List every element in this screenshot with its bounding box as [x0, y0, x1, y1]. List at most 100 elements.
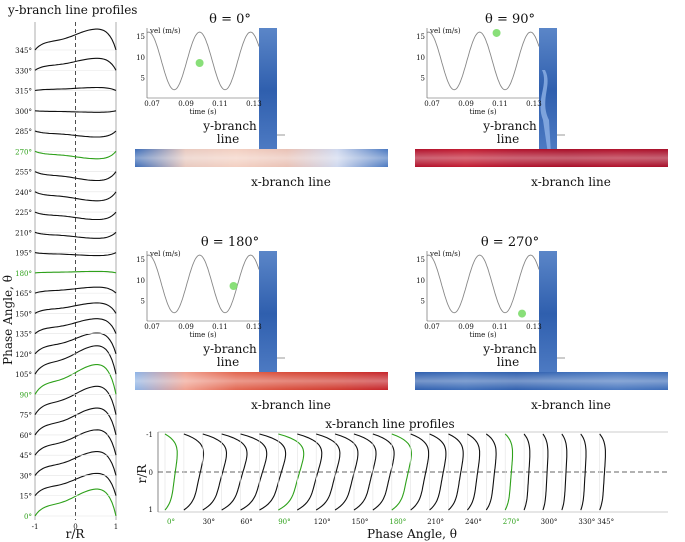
left-tick-label: 135° [15, 331, 32, 339]
inset-xlabel: time (s) [189, 331, 216, 339]
bottom-x-tick: 30° [203, 518, 215, 526]
inset-x-tick: 0.09 [458, 323, 474, 331]
x-branch-sheen [415, 372, 668, 390]
left-tick-label: 60° [20, 432, 32, 440]
y-branch-label-1: y-branch [482, 342, 537, 356]
bottom-y-tick: 1 [149, 506, 153, 514]
y-profile-line [34, 252, 117, 257]
y-profile-line [34, 130, 117, 138]
y-branch-pipe [259, 28, 277, 154]
x-branch-label: x-branch line [251, 398, 331, 412]
left-tick-label: 165° [15, 290, 32, 298]
bottom-x-tick: 300° [541, 518, 558, 526]
inset-sine-line [426, 31, 540, 91]
inset-sine-line [426, 254, 540, 314]
inset-y-tick: 10 [416, 277, 425, 285]
y-branch-label-2: line [217, 355, 240, 369]
inset-ylabel: vel (m/s) [429, 250, 461, 258]
inset-x-tick: 0.13 [246, 100, 262, 108]
inset-y-tick: 10 [136, 54, 145, 62]
inset-x-tick: 0.07 [144, 323, 160, 331]
inset-x-tick: 0.13 [526, 323, 542, 331]
x-profile-line [278, 433, 305, 511]
left-tick-label: 150° [15, 310, 32, 318]
left-tick-label: 195° [15, 250, 32, 258]
x-profile-line [410, 433, 430, 511]
y-profile-line [34, 270, 117, 274]
x-branch-label: x-branch line [531, 175, 611, 189]
bottom-x-tick: 330° [578, 518, 595, 526]
left-tick-label: 75° [20, 412, 32, 420]
bottom-x-tick: 210° [427, 518, 444, 526]
y-profile-line [34, 28, 117, 51]
y-branch-pipe [539, 251, 557, 377]
y-branch-label-2: line [497, 132, 520, 146]
y-profile-line [34, 345, 117, 375]
bottom-x-tick: 120° [314, 518, 331, 526]
left-tick-label: 45° [20, 452, 32, 460]
inset-y-tick: 15 [416, 33, 425, 41]
y-profile-line [34, 86, 117, 92]
y-profile-line [34, 231, 117, 239]
left-tick-label: 210° [15, 229, 32, 237]
left-ylabel: Phase Angle, θ [1, 275, 15, 365]
bottom-x-tick: 90° [278, 518, 290, 526]
y-profile-line [34, 191, 117, 202]
left-tick-label: 90° [20, 391, 32, 399]
x-profile-line [561, 433, 568, 511]
bottom-x-tick: 0° [167, 518, 175, 526]
inset-y-tick: 10 [416, 54, 425, 62]
y-profile-line [34, 286, 117, 294]
left-x-tick: 1 [114, 523, 118, 531]
inset-x-tick: 0.13 [526, 100, 542, 108]
inset-x-tick: 0.11 [212, 100, 228, 108]
bottom-x-tick: 150° [352, 518, 369, 526]
left-tick-label: 225° [15, 209, 32, 217]
y-profile-line [34, 407, 117, 436]
inset-ylabel: vel (m/s) [149, 250, 181, 258]
x-branch-label: x-branch line [531, 398, 611, 412]
inset-x-tick: 0.11 [212, 323, 228, 331]
x-branch-sheen [135, 372, 388, 390]
x-profile-line [599, 433, 606, 511]
x-profile-line [221, 433, 248, 511]
x-profile-line [372, 433, 395, 511]
panel-title: θ = 270° [481, 235, 539, 250]
inset-sine-line [146, 254, 260, 314]
x-profile-line [315, 433, 341, 511]
left-tick-label: 0° [24, 513, 32, 521]
inset-y-tick: 15 [136, 256, 145, 264]
y-profile-line [34, 472, 117, 497]
left-tick-label: 285° [15, 128, 32, 136]
y-profile-line [34, 488, 117, 517]
x-profile-line [580, 433, 587, 511]
y-profile-line [34, 429, 117, 456]
bottom-x-tick: 270° [503, 518, 520, 526]
x-profile-line [240, 433, 268, 511]
inset-y-tick: 5 [141, 297, 145, 305]
inset-x-tick: 0.09 [178, 323, 194, 331]
inset-y-tick: 5 [421, 297, 425, 305]
left-tick-label: 330° [15, 67, 32, 75]
panel-title: θ = 180° [201, 235, 259, 250]
phase-marker [229, 282, 238, 290]
inset-y-tick: 5 [421, 74, 425, 82]
left-tick-label: 255° [15, 169, 32, 177]
left-tick-label: 315° [15, 88, 32, 96]
bottom-x-tick: 60° [240, 518, 252, 526]
inset-x-tick: 0.13 [246, 323, 262, 331]
inset-ylabel: vel (m/s) [429, 27, 461, 35]
y-profile-line [34, 211, 117, 221]
y-profile-line [34, 110, 117, 113]
y-branch-label-2: line [217, 132, 240, 146]
inset-y-tick: 15 [416, 256, 425, 264]
left-tick-label: 105° [15, 371, 32, 379]
y-profile-line [34, 385, 117, 416]
left-x-tick: -1 [32, 523, 39, 531]
y-profile-line [34, 318, 117, 335]
inset-y-tick: 5 [141, 74, 145, 82]
y-profile-line [34, 302, 117, 314]
